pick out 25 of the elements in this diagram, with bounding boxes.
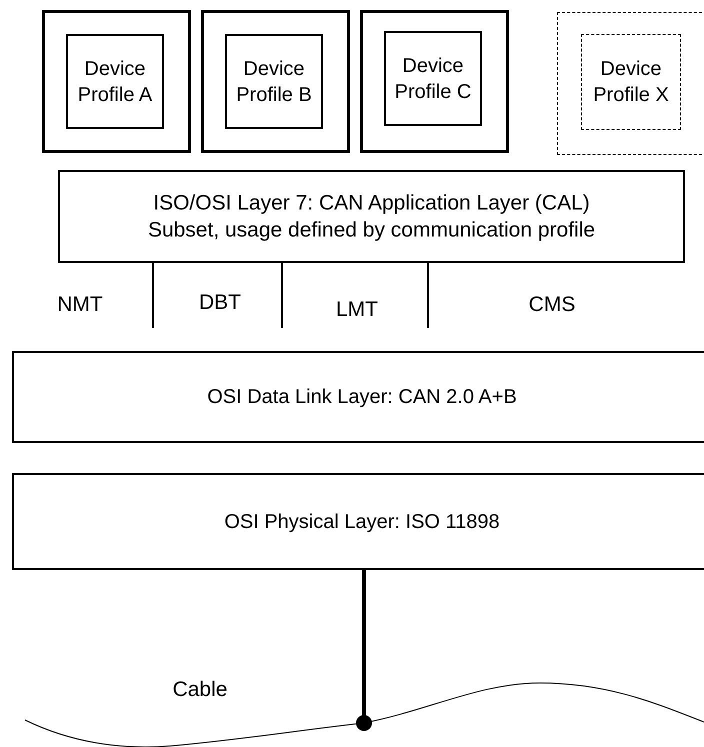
profile-box (384, 31, 482, 126)
layer-label: OSI Data Link Layer: CAN 2.0 A+B (206, 385, 518, 410)
layer-text: Subset, usage defined by communication profile (146, 218, 596, 244)
profile-box (66, 34, 164, 129)
layer-text: ISO/OSI Layer 7: CAN Application Layer (CAL) (152, 190, 591, 216)
profile-box (225, 34, 323, 129)
service-label: LMT (336, 298, 378, 322)
service-label: DBT (199, 291, 241, 315)
profile-label: Device Profile B (235, 56, 313, 108)
profile-label: Device Profile C (394, 54, 472, 104)
container-box (42, 10, 191, 153)
profile-box (581, 34, 681, 130)
container-box (360, 10, 509, 153)
service-label: CMS (528, 293, 576, 317)
layer-box (12, 351, 704, 443)
layer-box (58, 170, 685, 263)
cable-label: Cable (172, 678, 228, 702)
layer-label: OSI Physical Layer: ISO 11898 (223, 510, 501, 534)
profile-label: Device Profile X (592, 57, 670, 108)
service-label: NMT (57, 293, 103, 317)
profile-label: Device Profile A (76, 56, 154, 108)
layer-box (12, 473, 704, 570)
container-box (201, 10, 350, 153)
container-box (557, 12, 704, 155)
connector-line (356, 570, 372, 731)
